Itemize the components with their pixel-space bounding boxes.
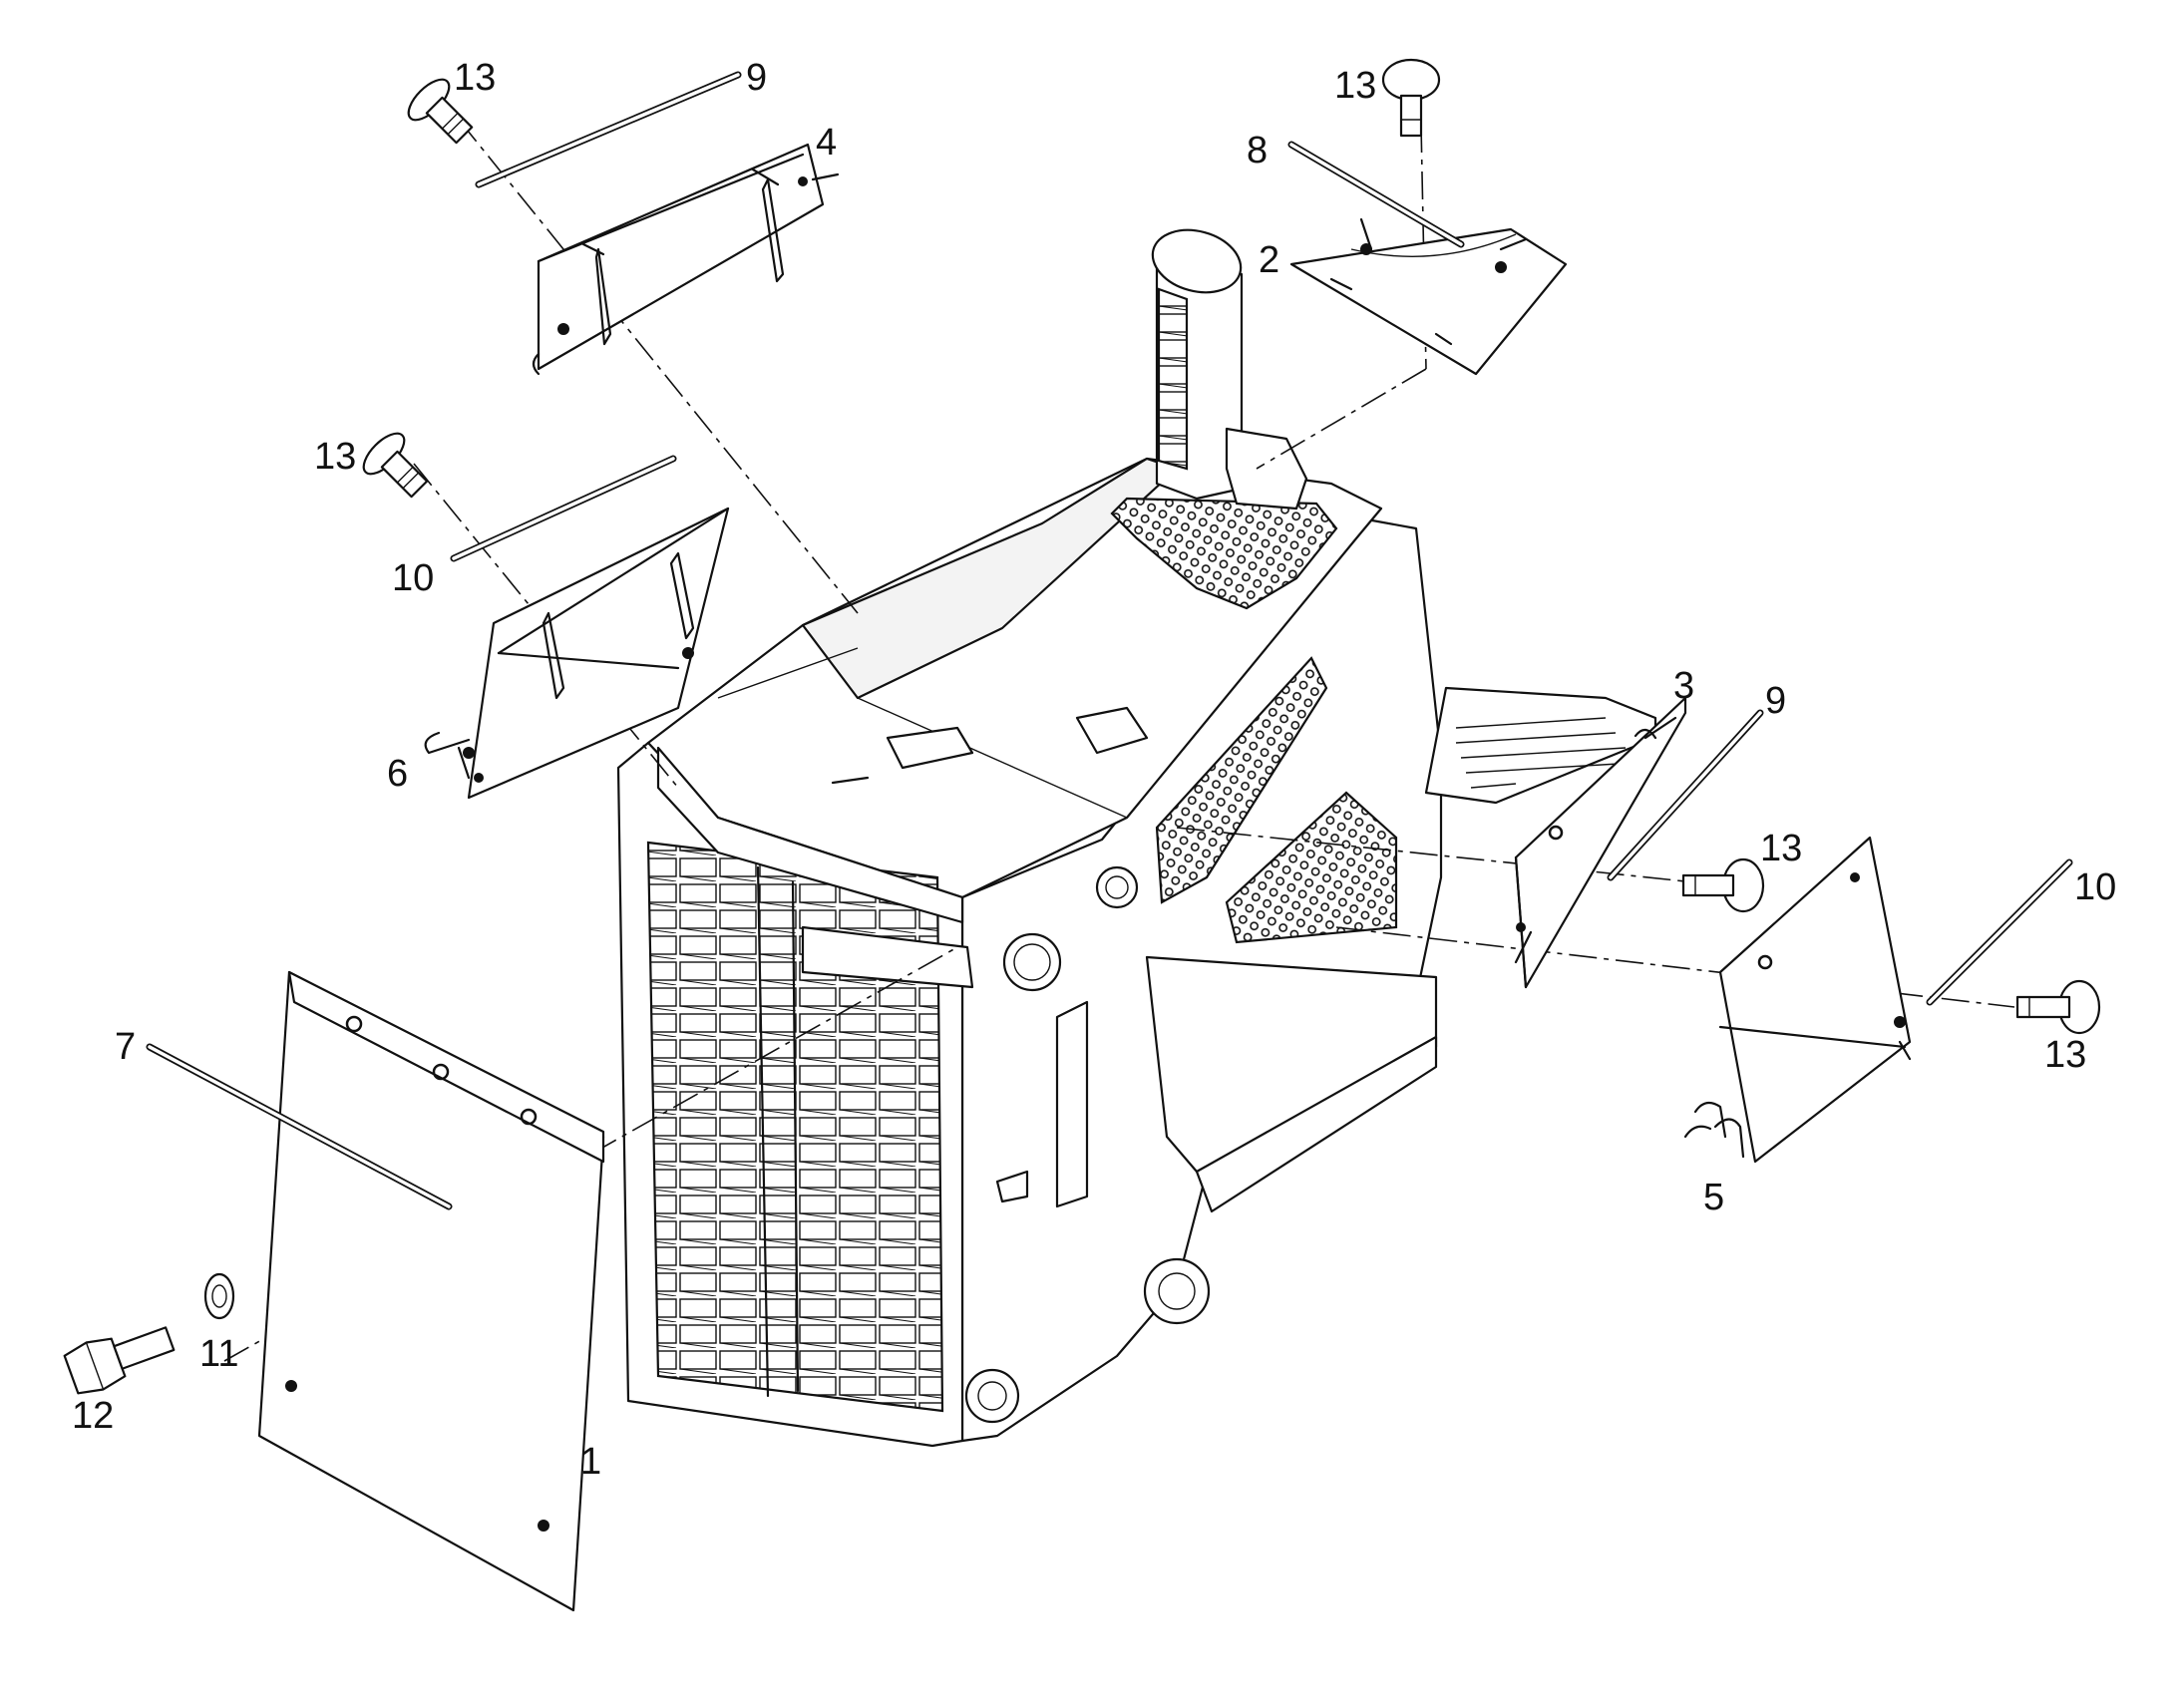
callout-2: 2: [1259, 239, 1279, 281]
callout-9-top: 9: [746, 57, 767, 99]
callout-1: 1: [580, 1441, 601, 1483]
bolt-13-top-right: [1381, 58, 1441, 138]
hex-bolt-12: [63, 1326, 176, 1395]
callout-4: 4: [816, 122, 837, 164]
callout-13-top-right: 13: [1334, 65, 1376, 107]
callout-13-right: 13: [1760, 828, 1802, 869]
panel-1-front-door: [257, 970, 605, 1612]
callout-12: 12: [72, 1395, 114, 1437]
panel-3-right: [1514, 696, 1687, 989]
panel-5-right-lower: [1683, 836, 1912, 1164]
exhaust-stack: [1151, 228, 1308, 511]
bolt-13-left: [362, 432, 429, 499]
callout-13-top-left: 13: [454, 57, 496, 99]
callout-6: 6: [387, 753, 408, 795]
bolt-13-lower-right: [2015, 979, 2101, 1035]
callout-5: 5: [1703, 1177, 1724, 1218]
fasteners: [63, 58, 2101, 1395]
bolt-13-top-left: [407, 78, 474, 145]
rods: [146, 71, 2073, 1210]
callout-3: 3: [1673, 665, 1694, 707]
machine-frame: [616, 228, 1657, 1448]
callout-13-lower-right: 13: [2044, 1034, 2086, 1076]
callout-8: 8: [1247, 130, 1268, 171]
callout-10-right: 10: [2074, 866, 2116, 908]
callout-9-right: 9: [1765, 680, 1786, 722]
panel-6-left: [424, 507, 730, 800]
callout-labels: 1 2 3 4 5 6 7 8 9 9 10 10 11 12 13 13 13…: [72, 57, 2116, 1483]
callout-10-left: 10: [392, 557, 434, 599]
panel-2-top-right: [1289, 217, 1568, 376]
bolt-13-right: [1681, 857, 1765, 913]
washer-11: [203, 1272, 235, 1320]
callout-11: 11: [199, 1333, 238, 1375]
callout-13-left: 13: [314, 436, 356, 478]
callout-7: 7: [115, 1026, 136, 1068]
panel-4-top-left: [532, 143, 840, 376]
